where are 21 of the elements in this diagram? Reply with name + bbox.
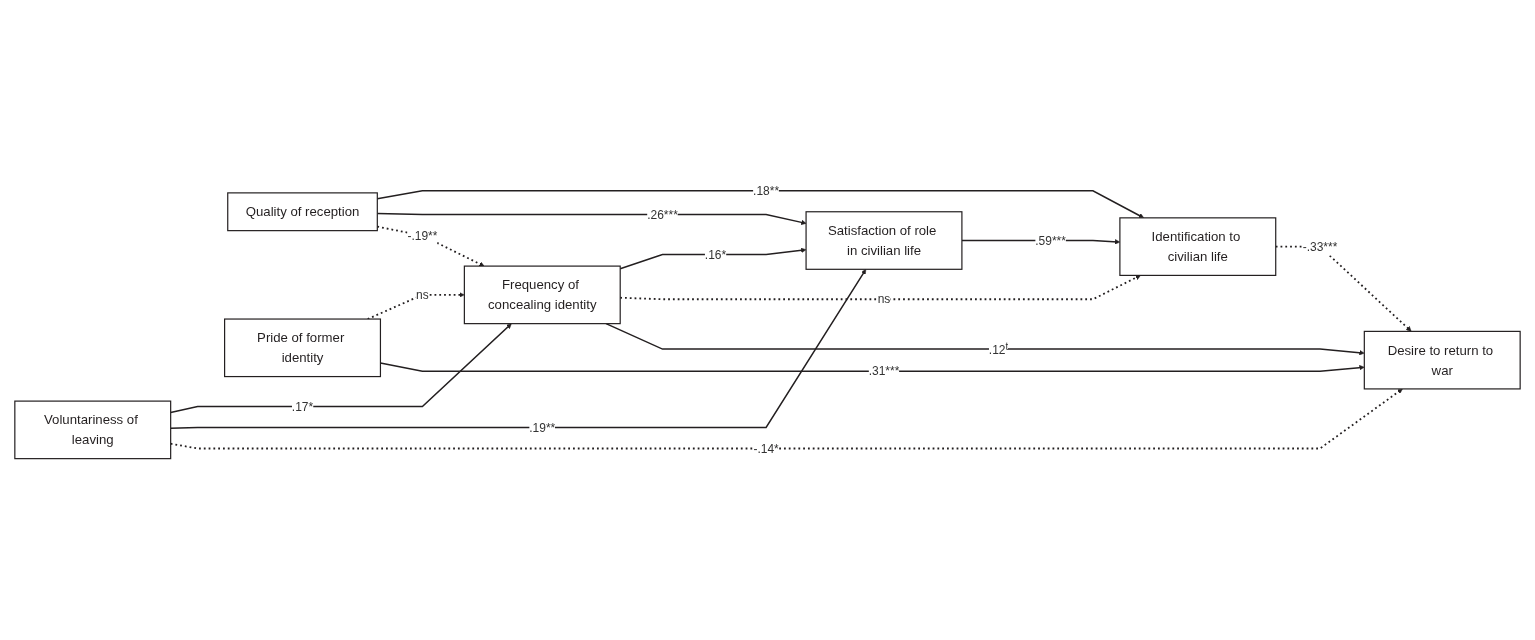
edge-label: .18** (753, 183, 780, 198)
node-box: Voluntariness of leaving (14, 400, 172, 460)
edge-label: ns (416, 288, 429, 302)
node-box: Pride of former identity (224, 318, 382, 377)
edge-label: .26*** (647, 207, 678, 221)
edge-label: .12$^{t}$ (988, 340, 1009, 357)
edge-label: -.19** (407, 228, 438, 242)
arrow (605, 322, 1365, 356)
edge-label: .31*** (868, 364, 900, 378)
node-box: Desire to return to war (1363, 330, 1521, 390)
edge-label: ns (877, 292, 891, 306)
node-box: Frequency of concealing identity (463, 265, 621, 325)
edge-label: .17* (291, 399, 314, 413)
node-box: Identification to civilian life (1119, 217, 1277, 276)
edge-label: -.14* (753, 441, 779, 455)
edge-label: .59*** (1035, 233, 1066, 247)
edge-label: .16* (704, 247, 727, 261)
edge-label: .19** (529, 420, 556, 434)
node-box: Satisfaction of role in civilian life (805, 210, 963, 270)
edge-label: -.33*** (1302, 239, 1338, 253)
node-box: Quality of reception (227, 192, 378, 231)
